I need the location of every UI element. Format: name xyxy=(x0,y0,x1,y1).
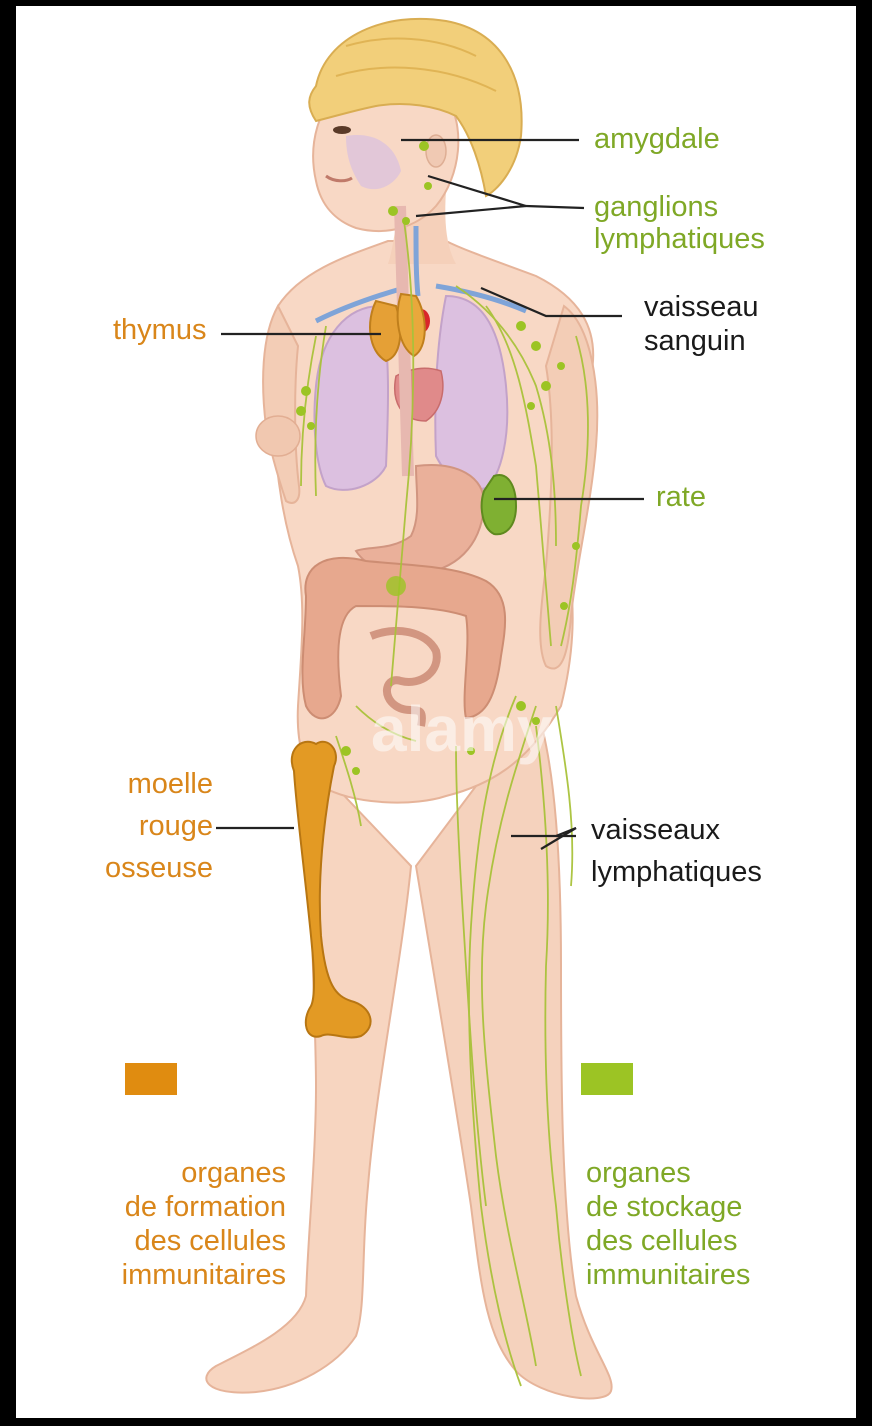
eye xyxy=(333,126,351,134)
label-ganglions-line1: ganglions xyxy=(594,190,718,224)
label-vaisseaux-line1: vaisseaux xyxy=(591,813,720,847)
legend-stockage-line4: immunitaires xyxy=(586,1258,750,1292)
label-moelle-line2: rouge xyxy=(76,809,213,843)
legend-stockage-line3: des cellules xyxy=(586,1224,738,1258)
label-moelle-line1: moelle xyxy=(76,767,213,801)
legend-stockage-line1: organes xyxy=(586,1156,691,1190)
label-ganglions-line2: lymphatiques xyxy=(594,222,765,256)
watermark-text: alamy xyxy=(371,693,553,765)
label-vaisseau-line1: vaisseau xyxy=(644,290,758,324)
label-vaisseau-line2: sanguin xyxy=(644,324,746,358)
legend-formation-line1: organes xyxy=(46,1156,286,1190)
label-moelle-line3: osseuse xyxy=(76,851,213,885)
label-rate: rate xyxy=(656,480,706,514)
label-amygdale: amygdale xyxy=(594,122,720,156)
legend-formation-line3: des cellules xyxy=(46,1224,286,1258)
legend-formation-line2: de formation xyxy=(46,1190,286,1224)
legend-stockage-line2: de stockage xyxy=(586,1190,742,1224)
legend-swatch-stockage xyxy=(581,1063,633,1095)
legend-swatch-formation xyxy=(125,1063,177,1095)
label-vaisseaux-line2: lymphatiques xyxy=(591,855,762,889)
label-thymus: thymus xyxy=(113,313,206,347)
diagram-panel: alamy amygdale ganglions lymphatiques va… xyxy=(16,6,856,1418)
legend-formation-line4: immunitaires xyxy=(46,1258,286,1292)
